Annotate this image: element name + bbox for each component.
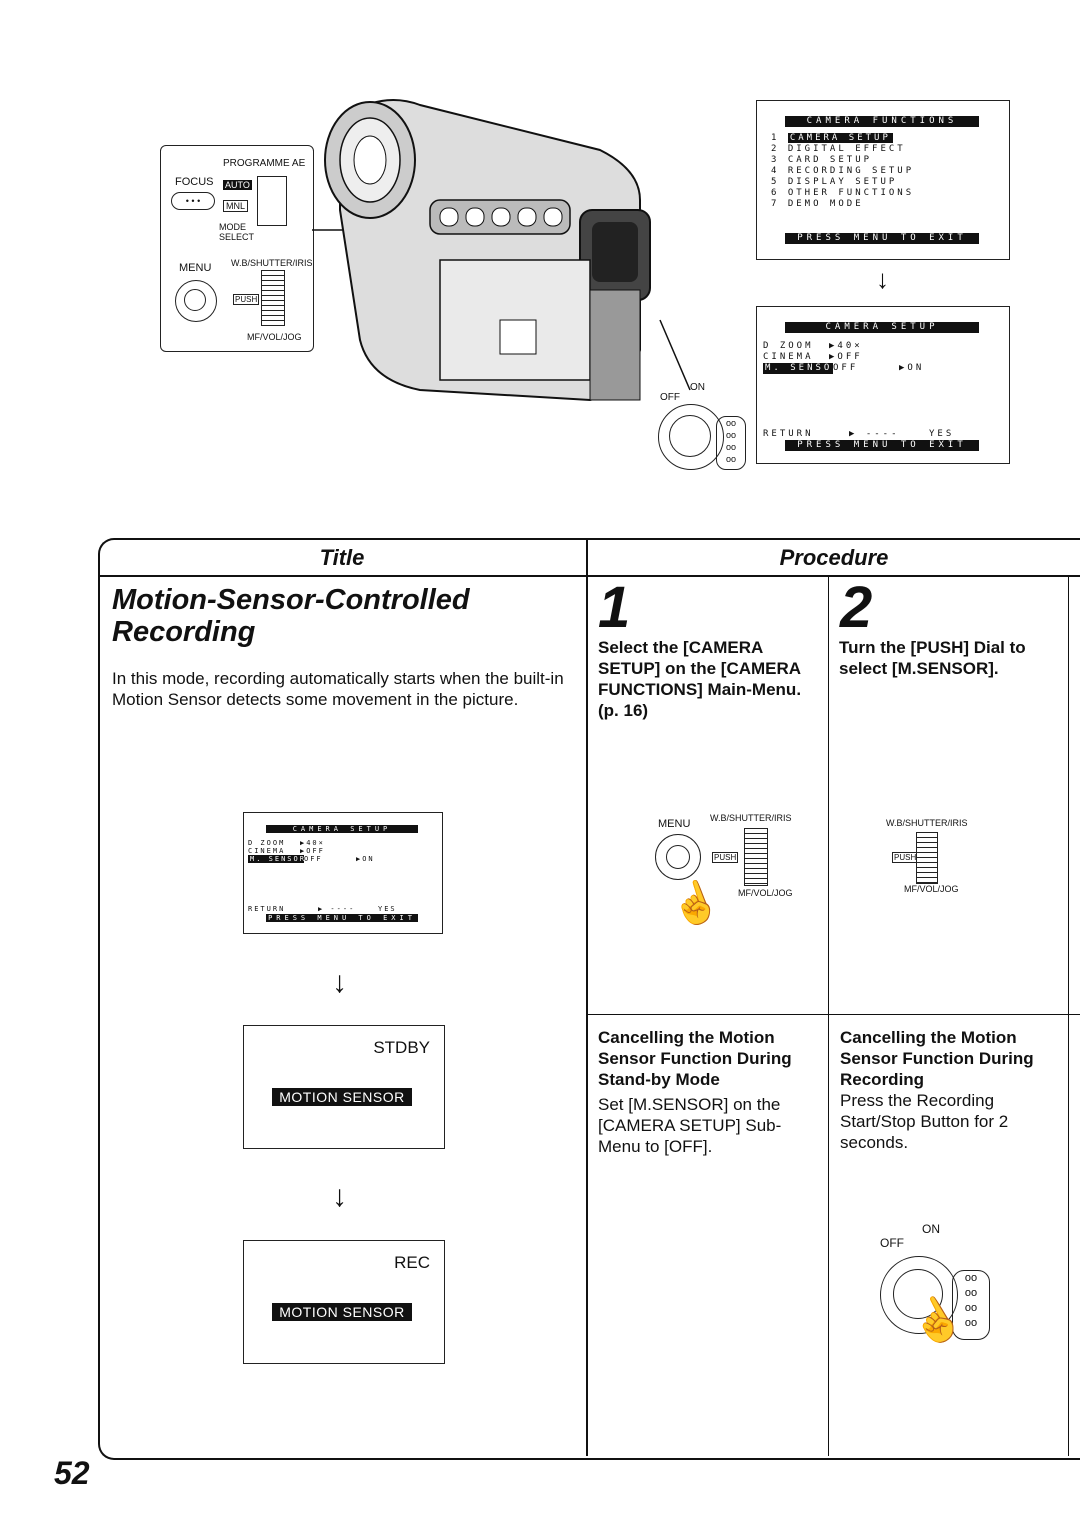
rec-screen: REC MOTION SENSOR [243,1240,445,1364]
focus-button[interactable]: • • • [171,192,215,210]
small-camera-setup-osd: CAMERA SETUP D ZOOM▶40× CINEMA▶OFF M. SE… [243,812,443,934]
menu-button[interactable] [175,280,217,322]
setup-return-row[interactable]: RETURN▶ ----YES [763,429,955,439]
step1-wb-label: W.B/SHUTTER/IRIS [710,813,792,823]
power-off-label: OFF [660,392,680,403]
cancel-standby-section: Cancelling the Motion Sensor Function Du… [598,1027,820,1157]
mid-row-divider [588,1014,1080,1015]
menu-item-card-setup[interactable]: 3 CARD SETUP [771,155,873,165]
cancel-on-label: ON [922,1222,940,1236]
stdby-motion-sensor-strip: MOTION SENSOR [272,1088,412,1106]
setup-row-d-zoom[interactable]: D ZOOM▶40× [763,341,863,351]
cancel-recording-section: Cancelling the Motion Sensor Function Du… [840,1027,1062,1153]
camera-setup-osd: CAMERA SETUP D ZOOM▶40× CINEMA▶OFF M. SE… [756,306,1010,464]
camera-setup-footer: PRESS MENU TO EXIT [785,440,979,451]
step1-menu-button[interactable] [655,834,701,880]
cancel-standby-body: Set [M.SENSOR] on the [CAMERA SETUP] Sub… [598,1095,782,1156]
cancel-recording-body: Press the Recording Start/Stop Button fo… [840,1091,1009,1152]
menu-item-other-functions[interactable]: 6 OTHER FUNCTIONS [771,188,915,198]
step2-push-dial[interactable] [916,832,938,884]
step2-instruction: Turn the [PUSH] Dial to select [M.SENSOR… [839,638,1026,678]
recording-start-stop-button[interactable] [880,1256,958,1334]
rec-motion-sensor-strip: MOTION SENSOR [272,1303,412,1321]
power-switch[interactable] [658,404,724,470]
menu-item-digital-effect[interactable]: 2 DIGITAL EFFECT [771,144,906,154]
small-osd-row-d-zoom: D ZOOM▶40× [248,839,325,847]
stdby-status: STDBY [373,1038,430,1057]
camera-functions-title: CAMERA FUNCTIONS [785,116,979,127]
step1-number: 1 [598,575,631,640]
push-label: PUSH [233,294,260,305]
focus-label: FOCUS [175,176,214,188]
mode-select-label: MODE SELECT [219,222,255,242]
setup-row-m-sensor[interactable]: M. SENSOROFF▶ON [763,363,925,374]
camcorder-illustration [312,99,691,402]
small-osd-row-cinema: CINEMA▶OFF [248,847,325,855]
step1-push-dial[interactable] [744,828,768,886]
menu-label: MENU [179,262,212,274]
small-osd-return-row: RETURN▶ ----YES [248,905,397,913]
page-number: 52 [54,1455,90,1491]
down-arrow-2: ↓ [332,1180,347,1213]
menu-item-display-setup[interactable]: 5 DISPLAY SETUP [771,177,898,187]
right-edge-rule [1068,577,1069,1456]
step1-push-label: PUSH [712,852,739,863]
mf-vol-jog-label: MF/VOL/JOG [247,332,302,342]
step2-push-label: PUSH [892,852,919,863]
feature-description: In this mode, recording automatically st… [112,669,564,709]
cancel-recording-heading: Cancelling the Motion Sensor Function Du… [840,1028,1034,1089]
down-arrow-top: ↓ [876,264,889,294]
header-underline [98,575,1080,577]
step1-menu-label: MENU [658,818,691,830]
header-procedure: Procedure [779,545,889,570]
push-dial[interactable] [261,270,285,326]
table-frame [98,538,1080,1460]
small-osd-footer: PRESS MENU TO EXIT [266,914,418,922]
stdby-screen: STDBY MOTION SENSOR [243,1025,445,1149]
step-divider [828,577,829,1456]
menu-item-camera-setup[interactable]: 1 CAMERA SETUP [771,133,893,143]
step1-mf-label: MF/VOL/JOG [738,888,793,898]
down-arrow-1: ↓ [332,966,347,999]
step2-mf-label: MF/VOL/JOG [904,884,959,894]
menu-item-recording-setup[interactable]: 4 RECORDING SETUP [771,166,915,176]
controls-panel: PROGRAMME AE FOCUS • • • AUTO MNL MODE S… [160,145,314,352]
power-on-label: ON [690,382,705,393]
mode-switch[interactable] [257,176,287,226]
camera-functions-osd: CAMERA FUNCTIONS 1 CAMERA SETUP 2 DIGITA… [756,100,1010,260]
programme-ae-label: PROGRAMME AE [223,158,306,169]
step2-wb-label: W.B/SHUTTER/IRIS [886,818,968,828]
camera-setup-title: CAMERA SETUP [785,322,979,333]
small-osd-title: CAMERA SETUP [266,825,418,833]
step1-instruction: Select the [CAMERA SETUP] on the [CAMERA… [598,638,802,720]
menu-item-demo-mode[interactable]: 7 DEMO MODE [771,199,864,209]
mnl-button[interactable]: MNL [223,200,249,212]
camera-functions-footer: PRESS MENU TO EXIT [785,233,979,244]
column-divider [586,540,588,1456]
cancel-off-label: OFF [880,1236,904,1250]
cancel-standby-heading: Cancelling the Motion Sensor Function Du… [598,1028,792,1089]
feature-title: Motion-Sensor-Controlled Recording [112,584,470,648]
rec-status: REC [394,1253,430,1272]
wb-shutter-iris-label: W.B/SHUTTER/IRIS [231,258,313,268]
small-osd-row-m-sensor: M. SENSOROFF▶ON [248,855,375,863]
header-title: Title [319,545,365,570]
auto-button[interactable]: AUTO [223,180,252,190]
step2-number: 2 [840,575,873,640]
setup-row-cinema[interactable]: CINEMA▶OFF [763,352,863,362]
